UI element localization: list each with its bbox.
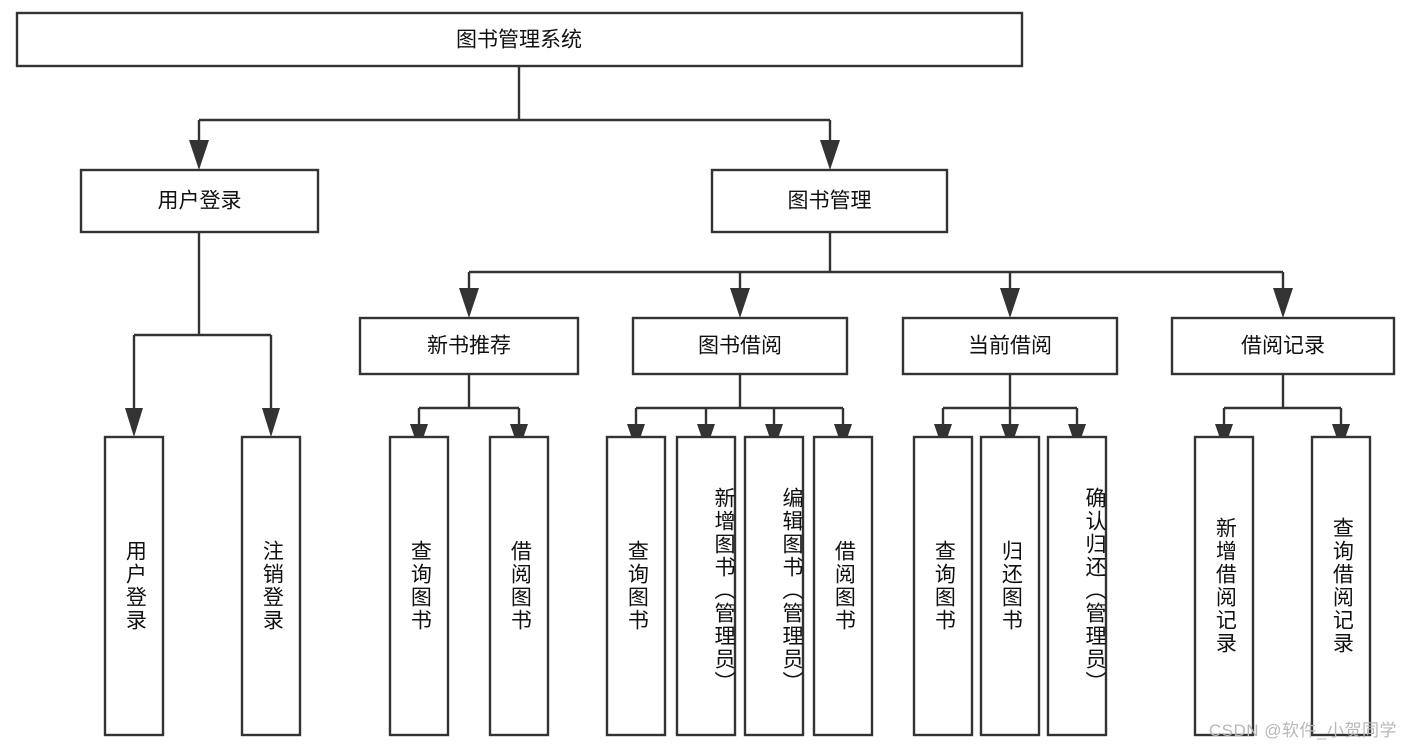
leaf-box-user-login[interactable] (103, 435, 165, 737)
node-borrow-record-label: 借阅记录 (1241, 335, 1325, 358)
arrow-head-to-user-login (189, 140, 209, 170)
node-borrow-record[interactable]: 借阅记录 (1170, 316, 1396, 376)
node-new-book-recommend-label: 新书推荐 (427, 335, 511, 358)
node-user-login-label: 用户登录 (158, 190, 242, 213)
csdn-watermark: CSDN @软件_小贺同学 (1208, 721, 1397, 740)
node-book-borrow[interactable]: 图书借阅 (631, 316, 849, 376)
leaf-box-logout[interactable] (240, 435, 302, 737)
node-current-borrow[interactable]: 当前借阅 (901, 316, 1119, 376)
leaf-box-query-book-1[interactable] (388, 435, 450, 737)
arrow-head-to-leaf-user-login (125, 408, 143, 437)
leaf-box-borrow-book-1[interactable] (488, 435, 550, 737)
node-root[interactable]: 图书管理系统 (15, 11, 1024, 68)
leaf-box-add-book[interactable] (675, 435, 737, 737)
connectors (132, 66, 1343, 424)
node-book-borrow-box[interactable] (631, 316, 849, 376)
leaf-box-return-book[interactable] (979, 435, 1041, 737)
node-root-box[interactable] (15, 11, 1024, 68)
leaf-boxes (103, 435, 1372, 737)
leaf-box-query-book-3[interactable] (912, 435, 974, 737)
node-book-management[interactable]: 图书管理 (710, 168, 949, 234)
leaf-box-confirm-return[interactable] (1046, 435, 1108, 737)
arrow-head-to-leaf-logout (262, 408, 280, 437)
node-current-borrow-box[interactable] (901, 316, 1119, 376)
leaf-box-query-book-2[interactable] (605, 435, 667, 737)
leaf-box-add-record[interactable] (1193, 435, 1255, 737)
node-new-book-recommend[interactable]: 新书推荐 (358, 316, 580, 376)
leaf-box-borrow-book-2[interactable] (812, 435, 874, 737)
node-root-label: 图书管理系统 (456, 29, 582, 52)
arrow-head-to-book-borrow (730, 288, 750, 318)
arrow-head-to-borrow-record (1273, 288, 1293, 318)
arrow-head-to-book-mgmt (820, 140, 840, 170)
node-user-login[interactable]: 用户登录 (79, 168, 320, 234)
leaf-box-edit-book[interactable] (743, 435, 805, 737)
node-new-book-recommend-box[interactable] (358, 316, 580, 376)
leaf-box-query-record[interactable] (1310, 435, 1372, 737)
arrow-head-to-current-borrow (1000, 288, 1020, 318)
node-book-management-label: 图书管理 (788, 190, 872, 213)
node-borrow-record-box[interactable] (1170, 316, 1396, 376)
arrow-head-to-new-book (459, 288, 479, 318)
node-book-borrow-label: 图书借阅 (698, 335, 782, 358)
node-user-login-box[interactable] (79, 168, 320, 234)
node-current-borrow-label: 当前借阅 (968, 335, 1052, 358)
node-book-management-box[interactable] (710, 168, 949, 234)
